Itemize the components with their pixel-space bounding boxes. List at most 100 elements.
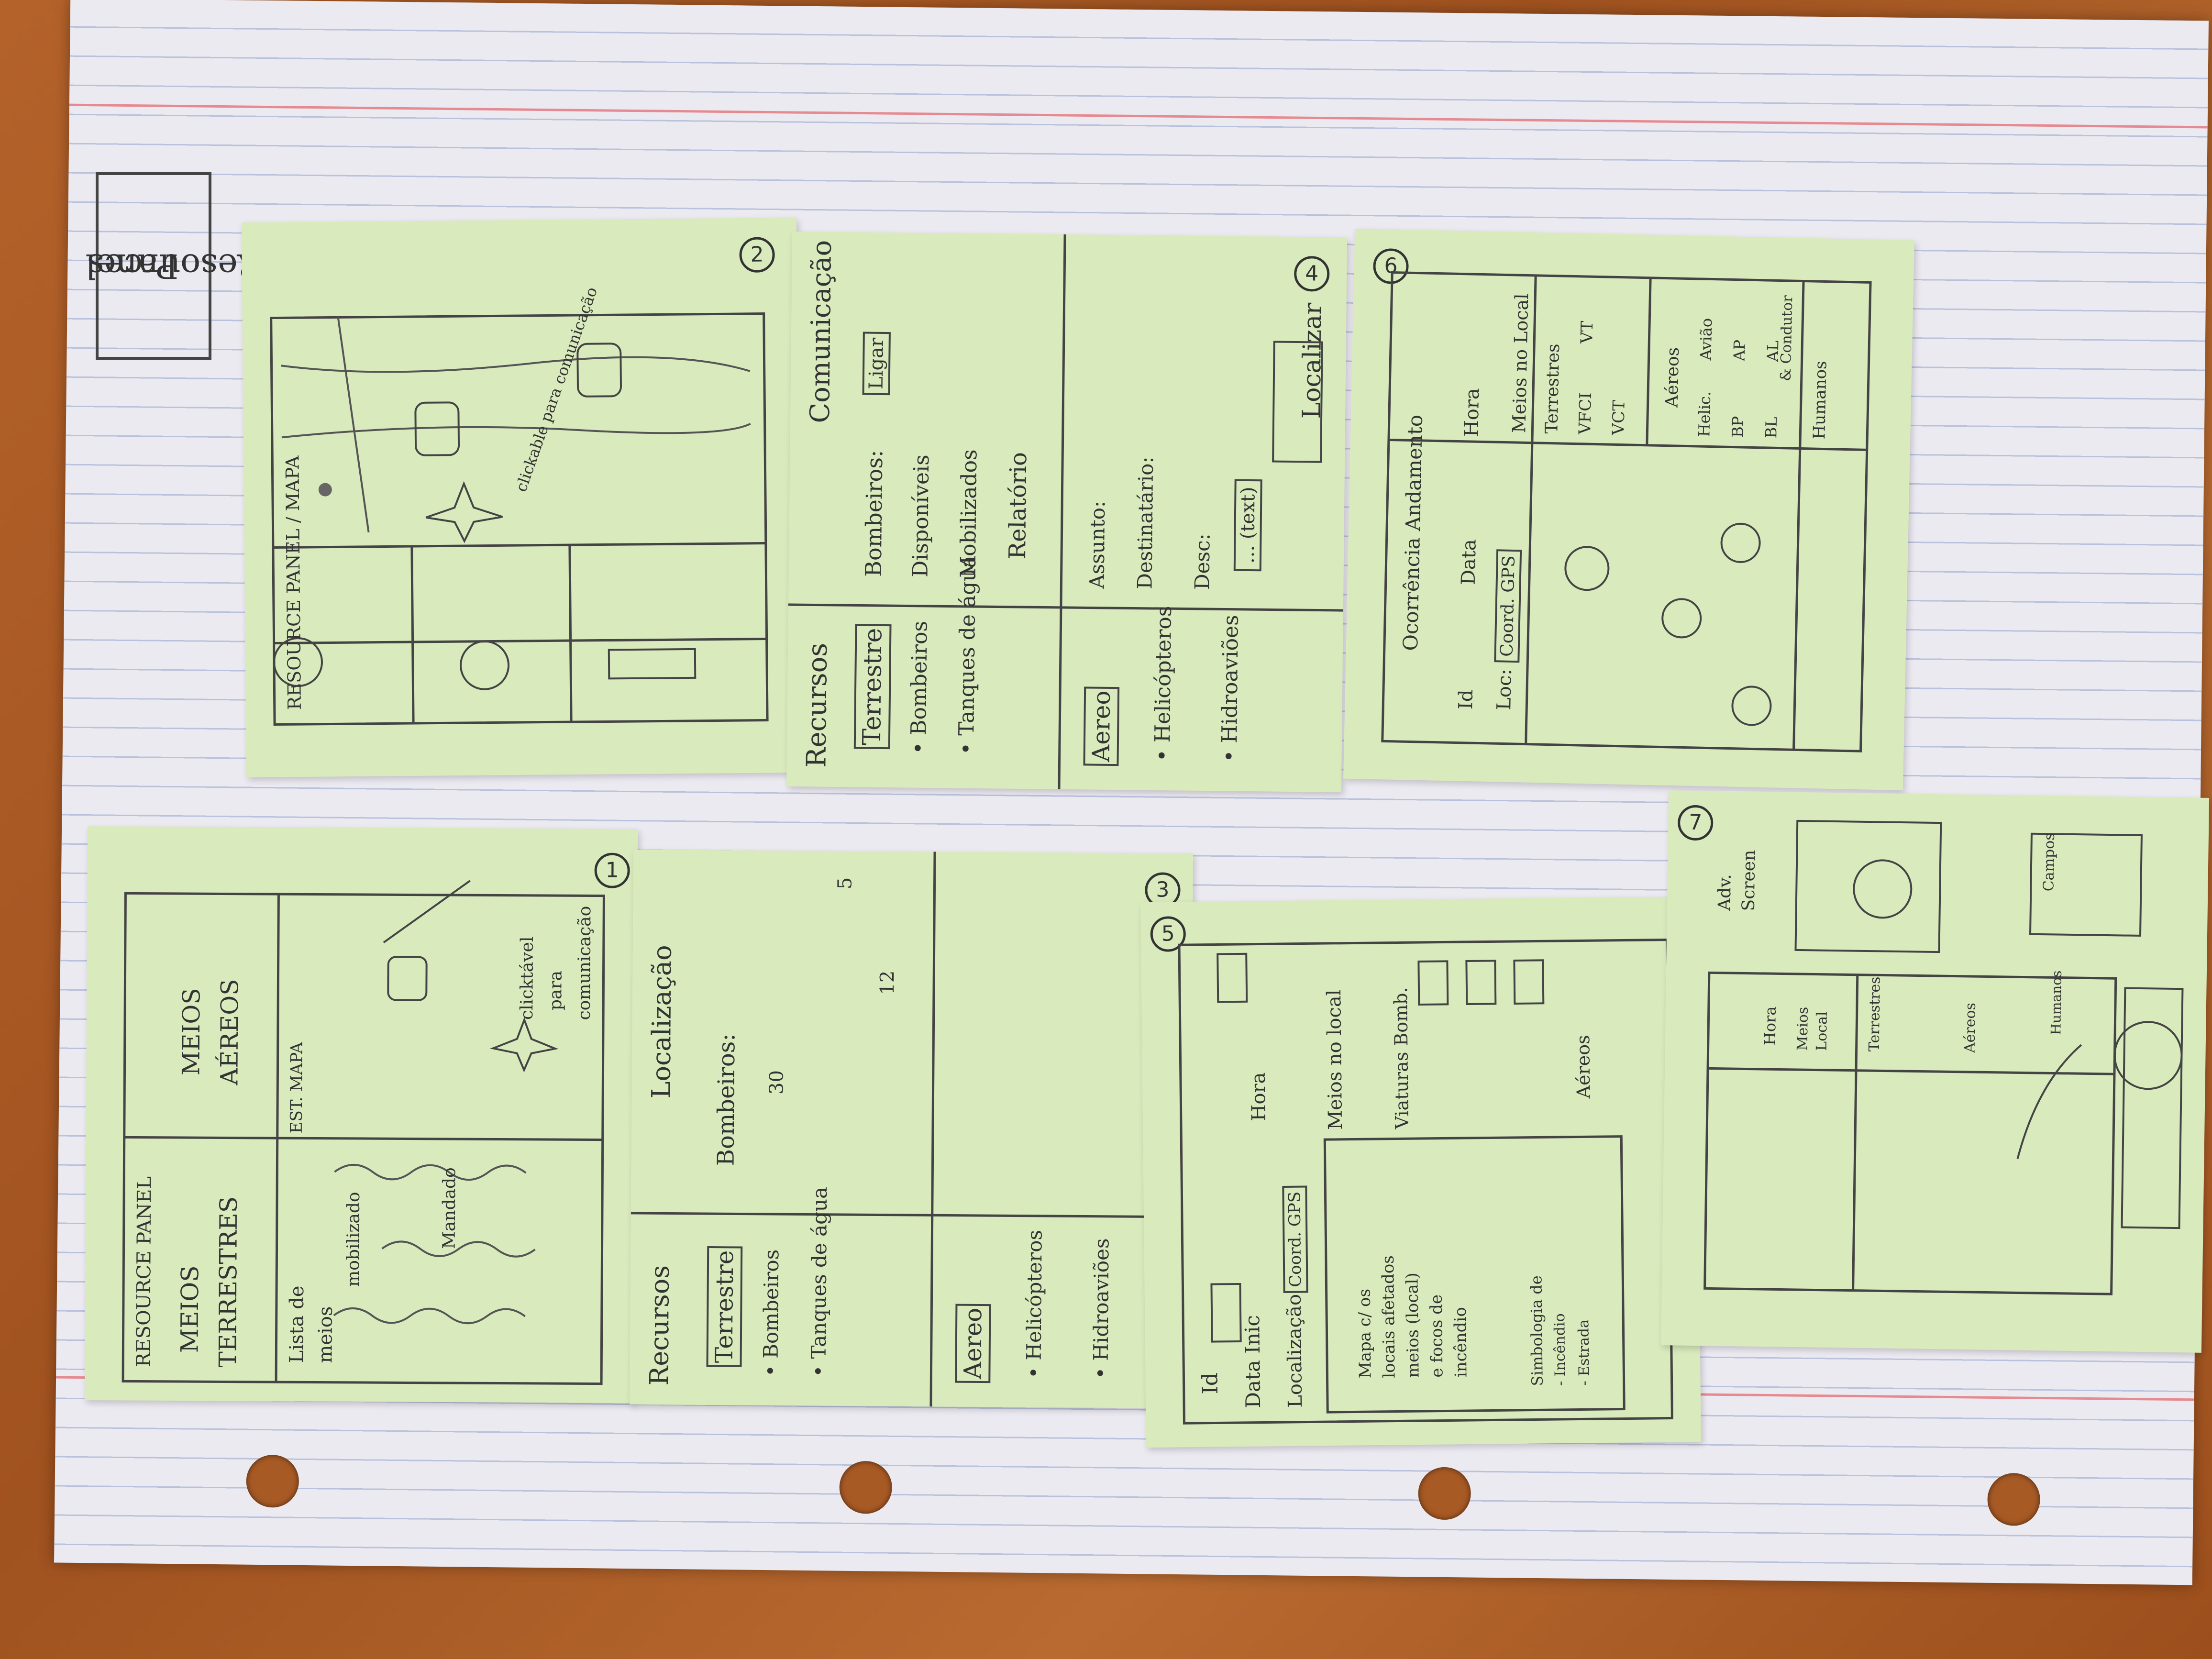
terrestre-button[interactable]: Terrestre: [853, 624, 892, 750]
terrestres-label: Terrestres: [1542, 343, 1564, 434]
field-desc: Desc:: [1190, 533, 1215, 590]
mandado-label: Mandado: [439, 1167, 460, 1250]
aereos-label: Aéreos: [1662, 347, 1683, 408]
punch-hole: [246, 1454, 299, 1508]
item-bl: BL: [1762, 417, 1781, 439]
field-id: Id: [1455, 689, 1478, 710]
meios-local-label: Meios no local: [1323, 989, 1347, 1130]
sticky-note-3: 3 Recursos Localização Bombeiros: Terres…: [629, 849, 1194, 1409]
note-2-header-map: MAPA: [282, 455, 304, 511]
meios-local-1: Meios: [1794, 1006, 1812, 1051]
field-id: Id: [1198, 1372, 1223, 1394]
col-meios-aereos-1: MEIOS: [177, 988, 206, 1076]
adv-screen-2: Screen: [1738, 850, 1759, 911]
col-meios-terrestres-1: MEIOS: [176, 1265, 204, 1353]
note-1-frame: [122, 880, 605, 1385]
tab-comunicacao[interactable]: Comunicação: [804, 240, 838, 423]
condutor-label: & Condutor: [1777, 295, 1796, 382]
terrestre-button[interactable]: Terrestre: [706, 1246, 743, 1367]
aereos-label: Aéreos: [1572, 1035, 1594, 1099]
lista-meios-1: Lista de: [286, 1285, 309, 1363]
punch-hole: [1987, 1472, 2041, 1526]
map-sketch: [270, 312, 769, 726]
tab-localizacao[interactable]: Localização: [646, 945, 677, 1099]
note-7-frame: [1703, 819, 2184, 1295]
field-mobilizados: Mobilizados: [956, 449, 982, 578]
comunicacao-label: comunicação: [575, 906, 595, 1020]
item-helicopteros: • Helicópteros: [1150, 606, 1176, 762]
item-hidroavioes: • Hidroaviões: [1089, 1238, 1114, 1379]
field-data: Data: [1457, 539, 1481, 586]
lista-meios-2: meios: [314, 1306, 337, 1363]
item-bp: BP: [1728, 416, 1747, 438]
item-helicopteros: • Helicópteros: [1022, 1229, 1047, 1379]
item-tanques: • Tanques de água: [954, 555, 981, 755]
item-hidroavioes: • Hidroaviões: [1217, 614, 1243, 763]
sticky-note-1: 1 RESOURCE PANEL MEIOS TERRESTRES MEIOS …: [84, 826, 638, 1404]
punch-hole: [1418, 1467, 1471, 1520]
simbologia-estrada: - Estrada: [1575, 1319, 1593, 1386]
field-destinatario: Destinatário:: [1133, 456, 1158, 589]
aereo-button[interactable]: Aereo: [1083, 686, 1120, 766]
hora-label: Hora: [1760, 1006, 1780, 1046]
margin-line-top: [69, 103, 2208, 129]
field-assunto: Assunto:: [1085, 500, 1110, 589]
map-box-text-5: incêndio: [1450, 1306, 1471, 1378]
tab-recursos[interactable]: Recursos: [801, 642, 834, 768]
mobilizado-label: mobilizado: [343, 1192, 364, 1287]
sticky-note-6: 6 Ocorrência Andamento Id Data Hora Loc:…: [1343, 228, 1914, 791]
field-localizacao: Localização: [1283, 1294, 1307, 1408]
item-helic: Helic.: [1695, 391, 1714, 437]
aereo-button[interactable]: Aereo: [955, 1304, 991, 1383]
note-1-header: RESOURCE PANEL: [133, 1176, 156, 1367]
item-tanques: • Tanques de água: [807, 1186, 832, 1377]
note-4-frame: [788, 234, 1343, 789]
terrestres-label: Terrestres: [1866, 976, 1884, 1052]
simbologia-incendio: - Incêndio: [1551, 1313, 1569, 1386]
clicktavel-label: clicktável: [517, 936, 537, 1020]
mapa-label: EST. MAPA: [287, 1042, 307, 1134]
field-hora: Hora: [1460, 387, 1484, 437]
paper-title-line-2: Panel: [85, 246, 179, 286]
punch-hole: [839, 1460, 893, 1514]
ligar-button[interactable]: Ligar: [862, 332, 891, 396]
map-box-text-4: e focos de: [1427, 1294, 1447, 1378]
adv-screen-1: Adv.: [1714, 874, 1735, 911]
value-30: 30: [765, 1070, 788, 1095]
note-6-header: Ocorrência Andamento: [1398, 414, 1427, 652]
note-3-frame: [630, 852, 1191, 1407]
sticky-note-2: 2 RESOURCE PANEL / MAPA clickable para c…: [241, 217, 802, 778]
item-ap: AP: [1730, 339, 1749, 362]
aereos-label: Aéreos: [1961, 1002, 1980, 1053]
humanos-label: Humanos: [2048, 970, 2065, 1035]
item-bombeiros: • Bombeiros: [906, 620, 932, 755]
field-hora: Hora: [1247, 1072, 1270, 1121]
simbologia-title: Simbologia de: [1527, 1275, 1547, 1386]
localizar-button[interactable]: Localizar: [1297, 302, 1327, 419]
item-vt: VT: [1577, 321, 1597, 344]
value-5: 5: [834, 877, 856, 890]
map-box-text-1: Mapa c/ os: [1355, 1288, 1375, 1379]
bombeiros-title: Bombeiros:: [712, 1033, 741, 1166]
map-box-text-3: meios (local): [1403, 1272, 1423, 1378]
note-2-header-line: RESOURCE PANEL: [282, 529, 305, 710]
sticky-note-4: 4 Recursos Comunicação Terrestre • Bombe…: [786, 231, 1348, 793]
note-6-frame: [1381, 271, 1872, 752]
tab-recursos[interactable]: Recursos: [644, 1265, 675, 1386]
meios-local-label: Meios no Local: [1508, 293, 1533, 433]
sticky-note-5: 5 Id Data Inic Localização Hora Coord. G…: [1140, 896, 1701, 1448]
para-label: para: [546, 970, 566, 1011]
meios-local-2: Local: [1813, 1011, 1831, 1051]
col-meios-aereos-2: AÉREOS: [215, 979, 244, 1085]
field-loc: Loc:: [1493, 668, 1516, 711]
map-box-text-2: locais afetados: [1378, 1255, 1399, 1378]
paper-title: Resources Panel: [86, 178, 263, 354]
note-2-header: RESOURCE PANEL / MAPA: [282, 455, 305, 710]
report-text-input[interactable]: ... (text): [1233, 479, 1262, 572]
item-bombeiros: • Bombeiros: [759, 1249, 784, 1377]
item-vfci: VFCI: [1575, 392, 1596, 435]
gps-input[interactable]: Coord. GPS: [1494, 549, 1522, 663]
item-vct: VCT: [1609, 399, 1629, 435]
field-data-inic: Data Inic: [1240, 1315, 1265, 1408]
gps-input[interactable]: Coord. GPS: [1282, 1185, 1308, 1294]
